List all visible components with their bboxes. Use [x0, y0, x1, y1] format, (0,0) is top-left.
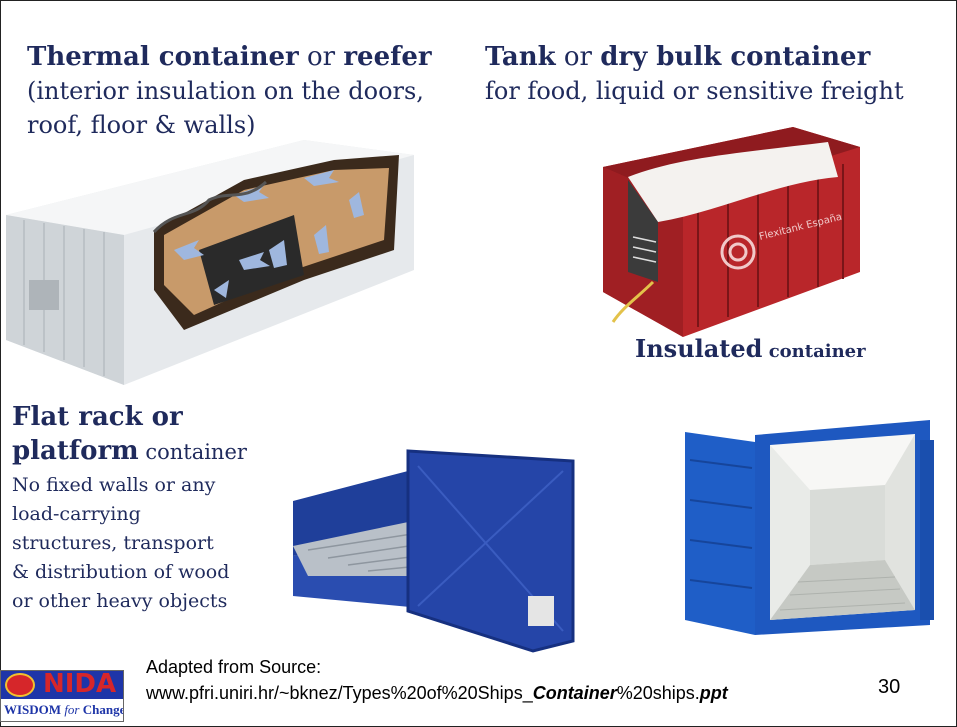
- source-url-part-1: www.pfri.uniri.hr/~bknez/Types%20of%20Sh…: [146, 683, 533, 703]
- tank-title-2: dry bulk container: [600, 42, 871, 72]
- flat-rack-desc-2: load-carrying: [12, 503, 141, 525]
- insulated-container-image: [685, 420, 934, 635]
- logo-tagline-3: Change: [79, 702, 124, 717]
- page-number: 30: [878, 676, 901, 698]
- logo-tagline: WISDOM for Change: [4, 702, 124, 718]
- tank-heading: Tank or dry bulk container for food, liq…: [485, 40, 925, 108]
- tank-container-image: Flexitank España: [603, 127, 860, 337]
- reefer-line-2: (interior insulation on the doors,: [27, 77, 424, 105]
- reefer-title-2: reefer: [343, 42, 432, 72]
- flat-rack-desc-4: & distribution of wood: [12, 561, 230, 583]
- logo-name: NIDA: [43, 670, 117, 699]
- reefer-line-3: roof, floor & walls): [27, 111, 256, 139]
- source-citation: Adapted from Source: www.pfri.uniri.hr/~…: [146, 654, 728, 706]
- flat-rack-desc-1: No fixed walls or any: [12, 474, 216, 496]
- reefer-title-1: Thermal container: [27, 42, 299, 72]
- logo-seal-icon: [5, 673, 35, 697]
- insulated-rest: container: [762, 341, 866, 362]
- reefer-heading: Thermal container or reefer (interior in…: [27, 40, 457, 142]
- insulated-bold: Insulated: [635, 334, 763, 363]
- source-url: www.pfri.uniri.hr/~bknez/Types%20of%20Sh…: [146, 680, 728, 706]
- logo-tagline-1: WISDOM: [4, 702, 65, 717]
- source-label: Adapted from Source:: [146, 657, 322, 677]
- flat-rack-line-2-rest: container: [138, 440, 247, 464]
- flat-rack-desc-5: or other heavy objects: [12, 590, 228, 612]
- tank-line-2: for food, liquid or sensitive freight: [485, 77, 904, 105]
- flat-rack-container-image: [293, 449, 575, 653]
- reefer-title-mid: or: [298, 42, 344, 72]
- reefer-container-image: [6, 140, 414, 385]
- tank-title-mid: or: [555, 42, 601, 72]
- source-url-part-2: Container: [532, 683, 617, 703]
- source-url-part-3: %20ships.: [616, 683, 700, 703]
- flat-rack-desc-3: structures, transport: [12, 532, 214, 554]
- nida-logo: NIDA WISDOM for Change: [0, 670, 124, 722]
- flat-rack-text: Flat rack or platform container No fixed…: [12, 400, 272, 616]
- flat-rack-line-2-bold: platform: [12, 436, 139, 466]
- source-url-part-4: ppt: [699, 683, 728, 703]
- insulated-label: Insulated container: [635, 334, 866, 363]
- tank-title-1: Tank: [485, 42, 556, 72]
- logo-tagline-2: for: [64, 702, 80, 717]
- flat-rack-line-1: Flat rack or: [12, 402, 183, 432]
